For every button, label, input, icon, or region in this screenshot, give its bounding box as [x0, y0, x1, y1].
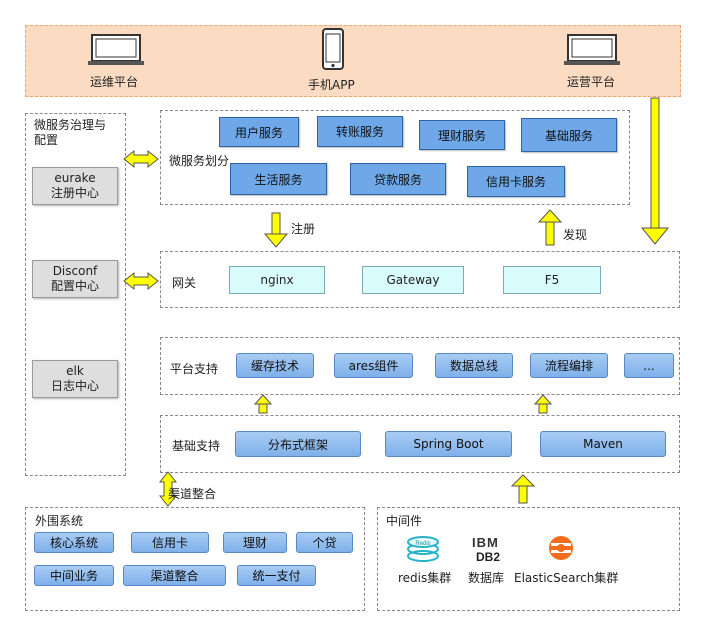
gateway-f5: F5: [503, 266, 601, 294]
gateway-nginx: nginx: [229, 266, 325, 294]
middleware-title: 中间件: [386, 514, 423, 528]
top-to-gateway-arrow: [640, 97, 670, 245]
platform-support-label: 平台支持: [170, 362, 219, 376]
disconf-name: Disconf: [52, 264, 98, 278]
service-basic: 基础服务: [521, 118, 617, 152]
external-wealth: 理财: [223, 532, 287, 553]
external-personal-loan: 个贷: [296, 532, 353, 553]
disconf-role: 配置中心: [50, 279, 99, 293]
external-credit-card: 信用卡: [131, 532, 209, 553]
platform-support-panel: [160, 337, 680, 395]
monitor-icon: [564, 34, 620, 65]
gateway-label: 网关: [172, 276, 197, 290]
base-support-label: 基础支持: [172, 439, 221, 453]
platform-workflow: 流程编排: [530, 353, 608, 378]
ibm-logo: IBM: [472, 535, 499, 550]
external-intermediary: 中间业务: [34, 565, 114, 586]
base-distributed-framework: 分布式框架: [235, 431, 361, 457]
db2-logo: DB2: [476, 550, 501, 564]
database-label: 数据库: [468, 571, 505, 585]
base-to-platform-arrow-left: [253, 394, 273, 414]
governance-panel: [25, 113, 126, 476]
governance-title: 微服务治理与配置: [34, 118, 107, 147]
gateway-gateway: Gateway: [362, 266, 464, 294]
base-support-panel: [160, 415, 680, 473]
elasticsearch-label: ElasticSearch集群: [514, 571, 619, 585]
service-credit-card: 信用卡服务: [467, 166, 565, 197]
elasticsearch-logo: [549, 536, 573, 560]
microservices-panel: [160, 110, 630, 205]
disconf-gateway-double-arrow: [123, 271, 159, 291]
channel-integration-double-arrow: [158, 471, 178, 507]
middleware-panel: [377, 507, 680, 611]
operation-platform-label: 运营平台: [567, 75, 616, 89]
base-to-platform-arrow-right: [533, 394, 553, 414]
register-arrow: [263, 212, 289, 248]
register-label: 注册: [291, 222, 316, 236]
external-unified-payment: 统一支付: [237, 565, 316, 586]
external-systems-title: 外围系统: [35, 514, 84, 528]
service-user: 用户服务: [219, 117, 299, 147]
service-wealth: 理财服务: [419, 120, 505, 150]
redis-label: redis集群: [398, 571, 452, 585]
platform-cache: 缓存技术: [236, 353, 314, 378]
monitor-icon: [88, 34, 144, 65]
platform-databus: 数据总线: [435, 353, 513, 378]
middleware-to-base-arrow: [510, 474, 536, 504]
eurake-registry-box: eurake 注册中心: [32, 167, 118, 205]
service-life: 生活服务: [230, 163, 327, 195]
channel-integration-label: 渠道整合: [168, 487, 217, 501]
eurake-microservice-double-arrow: [123, 149, 159, 169]
mobile-app-label: 手机APP: [308, 78, 355, 92]
redis-logo-text: Redis: [415, 541, 430, 547]
platform-ares: ares组件: [334, 353, 413, 378]
discover-arrow: [537, 209, 563, 246]
eurake-role: 注册中心: [50, 186, 99, 200]
discover-label: 发现: [563, 228, 588, 242]
external-core: 核心系统: [34, 532, 114, 553]
redis-logo: Redis: [407, 536, 439, 562]
service-loan: 贷款服务: [350, 163, 446, 195]
mobile-phone-icon: [322, 28, 344, 70]
base-spring-boot: Spring Boot: [385, 431, 512, 457]
microservices-label: 微服务划分: [169, 154, 230, 168]
elk-log-box: elk 日志中心: [32, 360, 118, 398]
disconf-config-box: Disconf 配置中心: [32, 260, 118, 298]
platform-more: ...: [624, 353, 674, 378]
external-systems-panel: [25, 507, 365, 611]
elk-role: 日志中心: [50, 379, 99, 393]
gateway-panel: [160, 251, 680, 308]
service-transfer: 转账服务: [317, 116, 403, 147]
ops-platform-label: 运维平台: [90, 75, 139, 89]
eurake-name: eurake: [54, 171, 96, 185]
external-channel: 渠道整合: [123, 565, 226, 586]
elk-name: elk: [66, 364, 84, 378]
base-maven: Maven: [540, 431, 666, 457]
